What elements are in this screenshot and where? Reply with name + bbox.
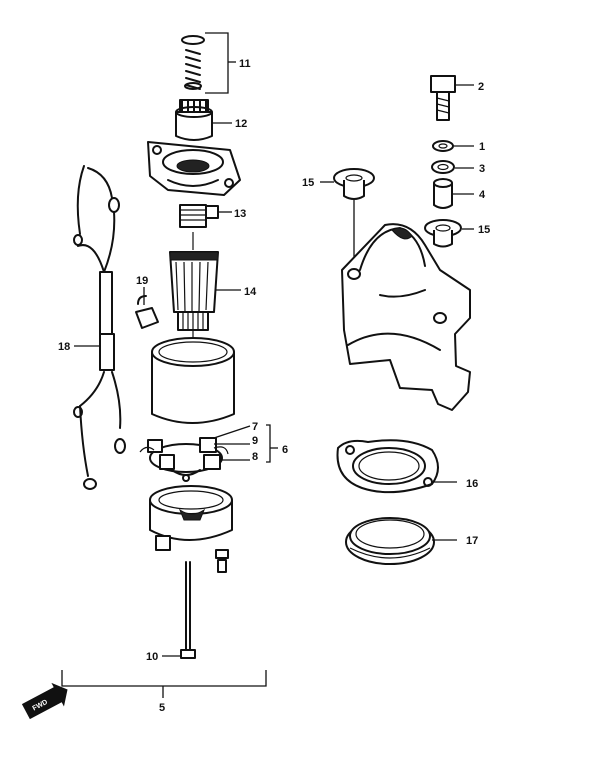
callout-5: 5 xyxy=(159,702,165,714)
leader-lines xyxy=(61,32,474,698)
callout-3: 3 xyxy=(479,163,485,175)
part-6-brush-holder-assembly xyxy=(139,437,229,482)
starter-mount-bracket xyxy=(341,223,471,411)
part-4-collar xyxy=(433,178,453,209)
part-13-drive-collar xyxy=(179,204,219,228)
part-19-clip xyxy=(135,295,159,329)
callout-15-upper: 15 xyxy=(302,177,314,189)
part-12-pinion-gear xyxy=(175,99,213,141)
frame-nut xyxy=(215,549,229,573)
callout-14: 14 xyxy=(244,286,257,298)
callout-10: 10 xyxy=(146,651,158,663)
part-1-washer xyxy=(432,140,454,152)
front-bracket xyxy=(147,141,241,196)
callout-4: 4 xyxy=(479,189,486,201)
part-16-gasket xyxy=(336,439,439,494)
part-17-rubber-ring xyxy=(345,517,435,565)
callout-7: 7 xyxy=(252,421,258,433)
part-11-spring-set xyxy=(181,35,205,90)
callout-9: 9 xyxy=(252,435,258,447)
callout-17: 17 xyxy=(466,535,478,547)
callout-16: 16 xyxy=(466,478,478,490)
part-14-armature xyxy=(169,232,219,342)
callout-13: 13 xyxy=(234,208,246,220)
callout-18: 18 xyxy=(58,341,70,353)
part-18-lead-wire xyxy=(73,165,126,490)
callout-15-lower: 15 xyxy=(478,224,490,236)
callout-1: 1 xyxy=(479,141,485,153)
callout-2: 2 xyxy=(478,81,484,93)
part-3-washer xyxy=(431,160,455,174)
callout-6: 6 xyxy=(282,444,288,456)
yoke-housing xyxy=(151,337,235,424)
rear-end-frame xyxy=(149,485,233,551)
callout-12: 12 xyxy=(235,118,247,130)
part-10-through-bolt xyxy=(180,561,196,659)
part-15-grommet-lower xyxy=(424,219,462,248)
fwd-arrow-icon: FWD xyxy=(21,682,68,720)
callout-8: 8 xyxy=(252,451,258,463)
part-15-grommet-upper xyxy=(333,168,375,200)
callout-labels: 11 12 13 14 19 18 7 9 6 8 10 5 2 1 3 4 1… xyxy=(58,58,490,714)
part-2-bolt xyxy=(430,75,456,121)
callout-11: 11 xyxy=(239,58,251,70)
callout-19: 19 xyxy=(136,275,148,287)
